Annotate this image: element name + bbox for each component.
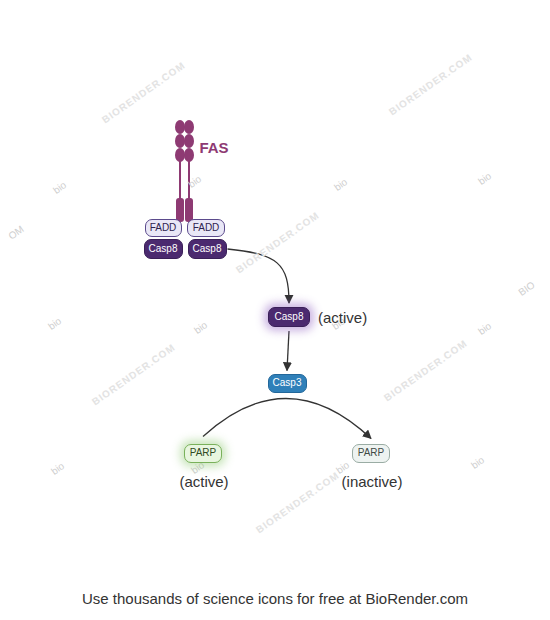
- protein-box: PARP(inactive): [352, 444, 390, 463]
- watermark: bio: [476, 320, 493, 337]
- watermark: bio: [332, 176, 349, 193]
- protein-name: Casp8: [149, 244, 178, 254]
- watermark: bio: [51, 179, 68, 196]
- protein-box: PARP(active): [184, 444, 222, 463]
- state-label: (active): [318, 310, 367, 325]
- protein-name: Casp8: [275, 312, 304, 322]
- watermark: BIORENDER.COM: [100, 60, 188, 126]
- protein-box: Casp3: [268, 374, 307, 393]
- state-label: (inactive): [342, 474, 403, 489]
- caption: Use thousands of science icons for free …: [0, 590, 550, 607]
- watermark: BIORENDER.COM: [382, 338, 470, 404]
- protein-name: FADD: [150, 223, 177, 233]
- protein-box: FADD: [187, 219, 225, 237]
- state-label: (active): [179, 474, 228, 489]
- watermark: OM: [7, 223, 27, 241]
- protein-name: FADD: [193, 223, 220, 233]
- protein-box: Casp8(active): [268, 307, 310, 327]
- arrow-connector: [287, 331, 289, 371]
- protein-name: PARP: [358, 448, 385, 458]
- watermark: BIORENDER.COM: [90, 342, 178, 408]
- watermark: bio: [49, 460, 66, 477]
- arrow-connector: [203, 398, 371, 438]
- watermark: BIO: [516, 279, 536, 298]
- watermark: bio: [192, 319, 209, 336]
- protein-name: PARP: [190, 448, 217, 458]
- receptor-label: FAS: [199, 139, 228, 156]
- watermark: BIORENDER.COM: [234, 210, 322, 276]
- watermark: BIORENDER.COM: [387, 52, 475, 118]
- protein-box: Casp8: [188, 239, 227, 259]
- protein-name: Casp3: [273, 378, 302, 388]
- watermark: bio: [46, 315, 63, 332]
- protein-box: Casp8: [144, 239, 183, 259]
- watermark: bio: [469, 454, 486, 471]
- fas-receptor: [175, 120, 194, 222]
- protein-name: Casp8: [193, 244, 222, 254]
- watermark: BIORENDER.COM: [254, 470, 342, 536]
- protein-box: FADD: [145, 219, 182, 237]
- watermark: bio: [476, 170, 493, 187]
